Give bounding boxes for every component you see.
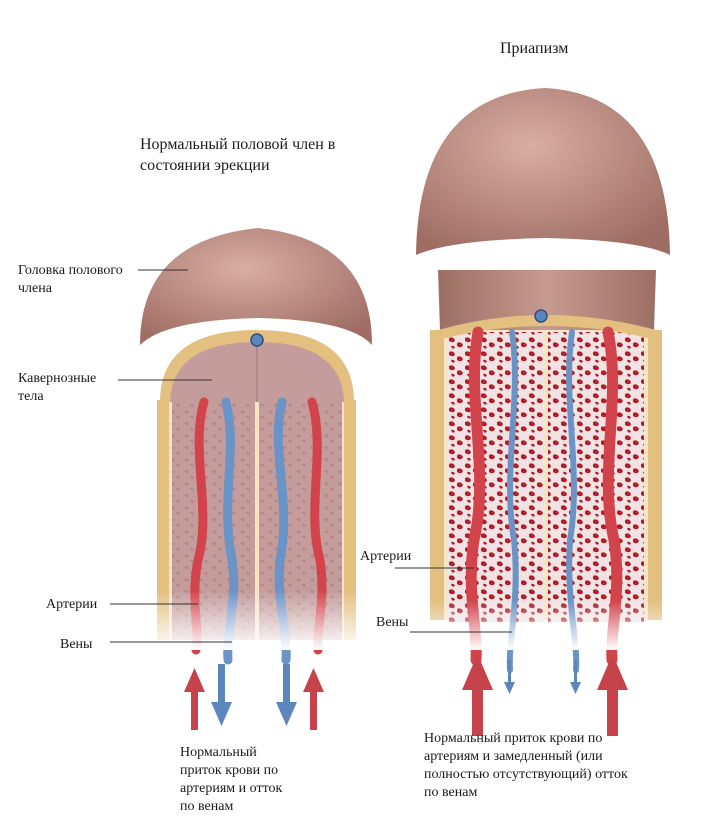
title-normal: Нормальный половой член в состоянии эрек… bbox=[140, 136, 336, 174]
normal-outflow-arrow-left bbox=[211, 664, 232, 726]
normal-tunica-right bbox=[344, 400, 356, 640]
normal-inflow-arrow-right bbox=[303, 668, 324, 730]
priapism-inflow-arrow-left bbox=[462, 654, 493, 736]
normal-tunica-left bbox=[157, 400, 169, 640]
priapism-cavernous-left bbox=[448, 332, 544, 622]
priapism-tunica-left bbox=[430, 330, 444, 620]
priapism-upper-shaft bbox=[438, 270, 656, 330]
normal-organ bbox=[140, 228, 372, 730]
normal-dorsal-vein bbox=[250, 333, 264, 347]
label-glans: Головка полового члена bbox=[18, 263, 123, 296]
priapism-outflow-arrow-right bbox=[570, 660, 581, 694]
label-arteries-right: Артерии bbox=[360, 549, 412, 564]
priapism-dorsal-vein bbox=[534, 309, 548, 323]
label-veins-left: Вены bbox=[60, 637, 93, 652]
caption-normal: Нормальный приток крови по артериям и от… bbox=[180, 745, 283, 814]
priapism-glans bbox=[416, 88, 670, 255]
caption-priapism: Нормальный приток крови по артериям и за… bbox=[424, 731, 628, 800]
priapism-cavernous-right bbox=[548, 332, 644, 622]
normal-glans bbox=[140, 228, 372, 345]
priapism-tunica-right bbox=[648, 330, 662, 620]
normal-outflow-arrow-right bbox=[276, 664, 297, 726]
normal-inflow-arrow-left bbox=[184, 668, 205, 730]
title-priapism: Приапизм bbox=[500, 40, 569, 57]
priapism-inflow-arrow-right bbox=[597, 654, 628, 736]
label-veins-right: Вены bbox=[376, 615, 409, 630]
label-cavernous: Кавернозные тела bbox=[18, 371, 97, 404]
priapism-outflow-arrow-left bbox=[504, 660, 515, 694]
label-arteries-left: Артерии bbox=[46, 597, 98, 612]
priapism-organ bbox=[416, 88, 670, 736]
